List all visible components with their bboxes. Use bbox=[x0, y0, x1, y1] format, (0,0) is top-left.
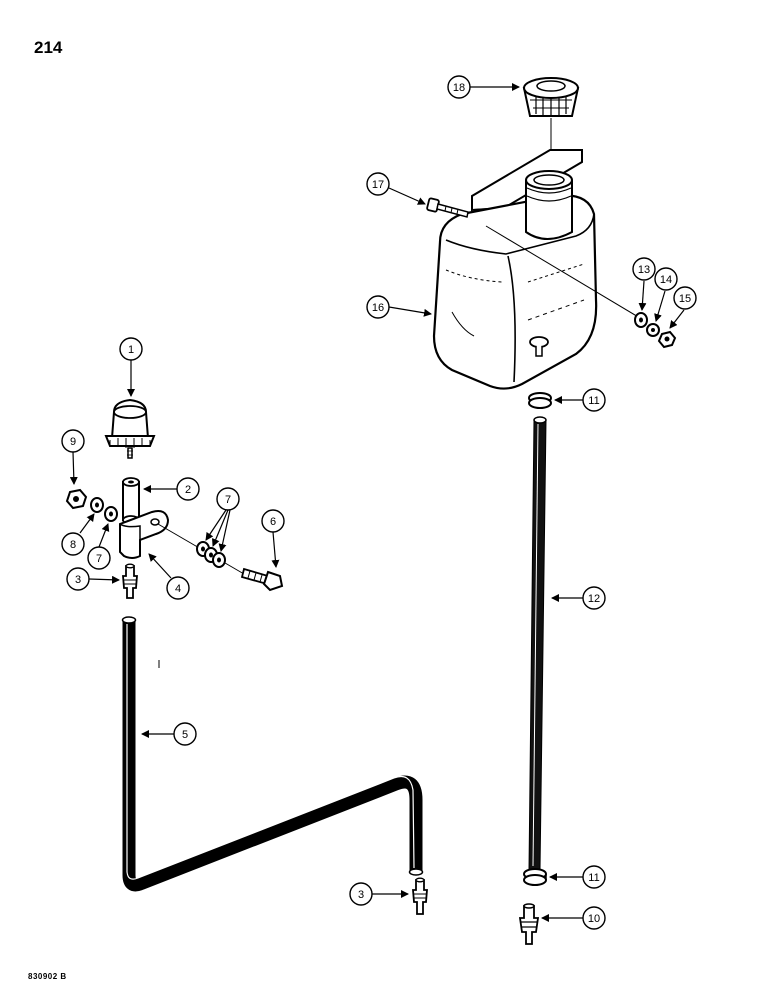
callout-label: 12 bbox=[588, 593, 600, 605]
mounting-bolt bbox=[240, 567, 284, 592]
hose-fitting-middle bbox=[412, 877, 428, 915]
callout-8: 8 bbox=[61, 532, 85, 556]
callout-label: 7 bbox=[225, 494, 231, 506]
nut bbox=[657, 330, 677, 349]
callout-14: 18 bbox=[447, 75, 471, 99]
callout-label: 6 bbox=[270, 516, 276, 528]
callout-2: 2 bbox=[176, 477, 200, 501]
hose-clamp-upper bbox=[528, 392, 552, 409]
reservoir-tank bbox=[432, 149, 598, 390]
filler-cap bbox=[522, 77, 580, 117]
breather-lock-washer bbox=[90, 497, 104, 513]
callout-11-upper: 11 bbox=[582, 388, 606, 412]
callout-label: 11 bbox=[588, 872, 599, 884]
callout-label: 17 bbox=[372, 179, 384, 191]
callout-10: 10 bbox=[582, 906, 606, 930]
callout-label: 7 bbox=[96, 553, 102, 565]
callout-4: 4 bbox=[166, 576, 190, 600]
bracket-bolt bbox=[426, 197, 469, 218]
callout-label: 3 bbox=[358, 889, 364, 901]
washer bbox=[634, 312, 648, 328]
page-number: 214 bbox=[34, 38, 63, 57]
breather-washer-left bbox=[104, 506, 118, 522]
callout-label: 10 bbox=[588, 913, 600, 925]
callout-3-lower: 3 bbox=[349, 882, 373, 906]
callout-label: 5 bbox=[182, 729, 188, 741]
callout-6: 6 bbox=[261, 509, 285, 533]
callout-13: 16 bbox=[366, 295, 390, 319]
figure-code: 830902 B bbox=[28, 972, 67, 981]
hose-fitting-lower bbox=[518, 903, 540, 945]
callout-17: 14 bbox=[654, 267, 678, 291]
callout-label: 11 bbox=[588, 395, 599, 407]
callout-16: 13 bbox=[632, 257, 656, 281]
callout-label: 14 bbox=[660, 274, 672, 286]
hose-bent bbox=[121, 616, 424, 892]
breather-nut bbox=[65, 488, 88, 510]
callout-5: 5 bbox=[173, 722, 197, 746]
callout-label: 2 bbox=[185, 484, 191, 496]
callout-7-left: 7 bbox=[87, 546, 111, 570]
callout-label: 16 bbox=[372, 302, 384, 314]
callout-15: 17 bbox=[366, 172, 390, 196]
callout-label: 3 bbox=[75, 574, 81, 586]
hose-straight bbox=[528, 416, 547, 871]
callout-3-upper: 3 bbox=[66, 567, 90, 591]
hose-clamp-lower bbox=[523, 868, 547, 886]
callout-11-lower: 11 bbox=[582, 865, 606, 889]
hose-fitting-upper bbox=[122, 563, 138, 599]
callout-label: 1 bbox=[128, 344, 134, 356]
lock-washer bbox=[646, 323, 660, 337]
callout-label: 13 bbox=[638, 264, 650, 276]
callout-7-right: 7 bbox=[216, 487, 240, 511]
callout-18: 15 bbox=[673, 286, 697, 310]
spacer-tube bbox=[122, 477, 140, 525]
bolt-washers bbox=[196, 541, 226, 568]
callout-label: 18 bbox=[453, 82, 465, 94]
breather-cap bbox=[104, 398, 156, 459]
callout-1: 1 bbox=[119, 337, 143, 361]
callout-label: 9 bbox=[70, 436, 76, 448]
callout-9: 9 bbox=[61, 429, 85, 453]
callout-label: 8 bbox=[70, 539, 76, 551]
callout-leaders bbox=[69, 83, 685, 922]
callout-label: 15 bbox=[679, 293, 691, 305]
callout-12: 12 bbox=[582, 586, 606, 610]
callout-label: 4 bbox=[175, 583, 181, 595]
breather-bracket bbox=[119, 510, 170, 559]
